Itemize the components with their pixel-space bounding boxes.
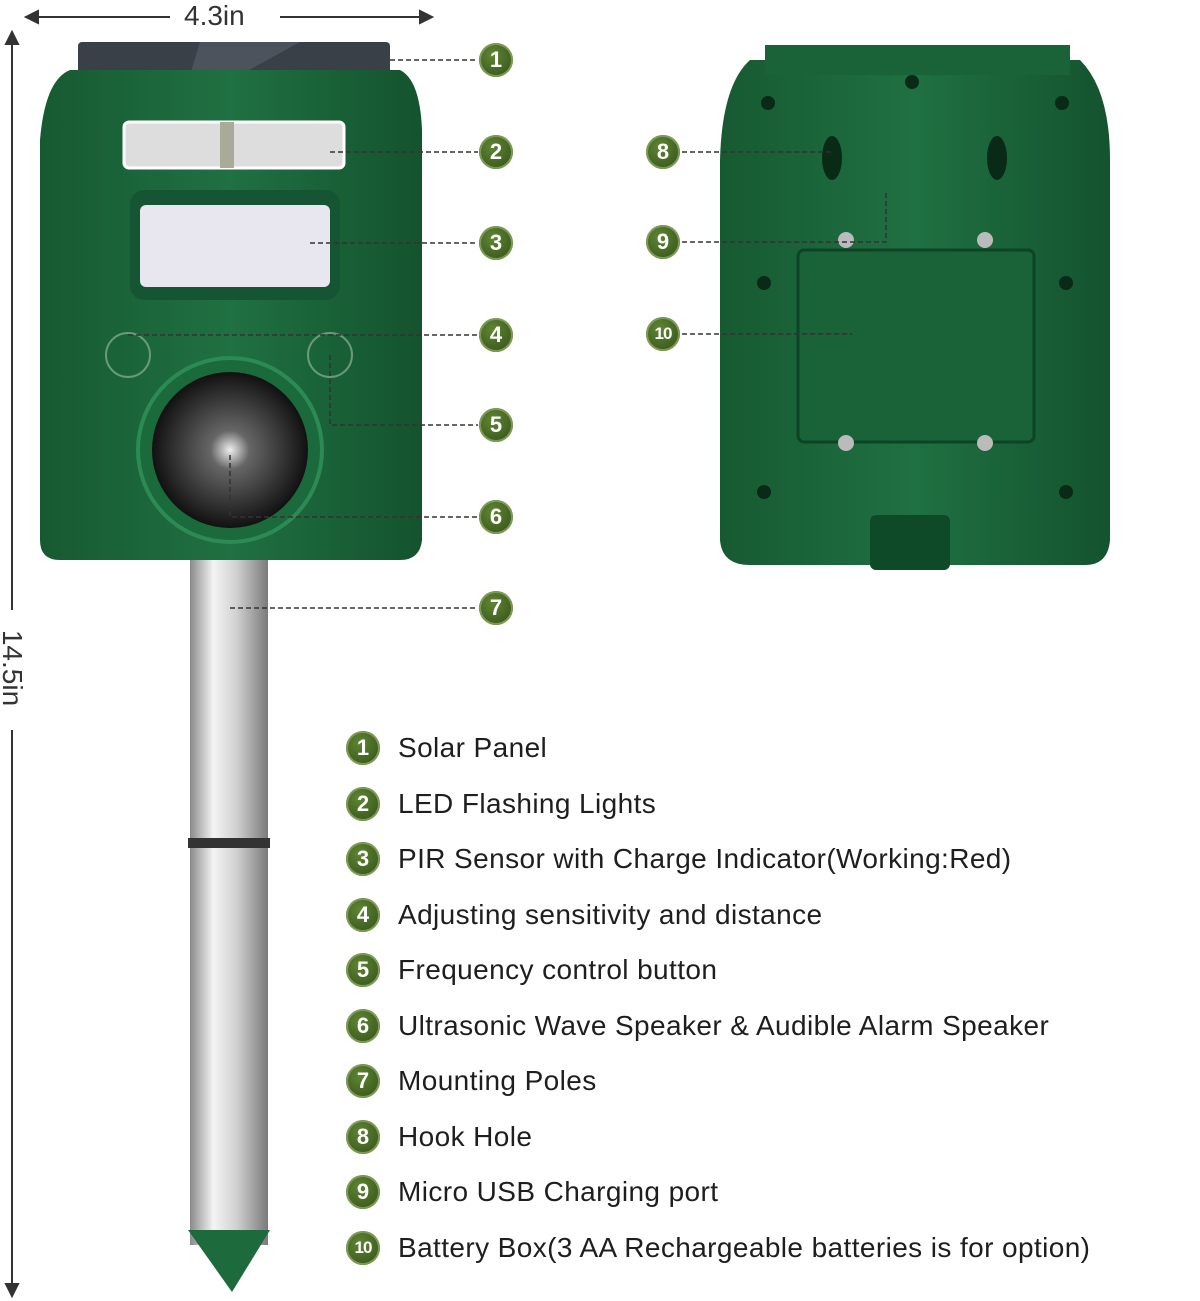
callout-badge-10: 10 — [646, 317, 680, 351]
legend-badge: 1 — [346, 731, 380, 765]
legend-text: Frequency control button — [398, 954, 718, 985]
sensitivity-knob — [105, 332, 151, 378]
leader-lines — [128, 59, 887, 609]
legend-badge: 2 — [346, 787, 380, 821]
legend-text: Solar Panel — [398, 732, 548, 763]
legend-item: 4 Adjusting sensitivity and distance — [346, 895, 823, 935]
legend-text: LED Flashing Lights — [398, 788, 657, 819]
legend-text: Micro USB Charging port — [398, 1176, 719, 1207]
legend-badge: 7 — [346, 1064, 380, 1098]
legend-item: 1 Solar Panel — [346, 728, 547, 768]
legend-item: 2 LED Flashing Lights — [346, 784, 656, 824]
legend-text: Mounting Poles — [398, 1065, 597, 1096]
callout-badge-3: 3 — [479, 226, 513, 260]
callout-badge-4: 4 — [479, 318, 513, 352]
legend-badge: 9 — [346, 1175, 380, 1209]
legend-badge: 6 — [346, 1009, 380, 1043]
legend-badge: 5 — [346, 953, 380, 987]
width-dimension-arrow — [23, 9, 435, 25]
legend-text: Hook Hole — [398, 1121, 533, 1152]
legend-item: 7 Mounting Poles — [346, 1061, 597, 1101]
legend-item: 6 Ultrasonic Wave Speaker & Audible Alarm… — [346, 1006, 1049, 1046]
legend-item: 3 PIR Sensor with Charge Indicator(Workin… — [346, 839, 1012, 879]
callout-badge-9: 9 — [646, 225, 680, 259]
legend-text: Adjusting sensitivity and distance — [398, 899, 823, 930]
legend-badge: 3 — [346, 842, 380, 876]
front-device — [40, 42, 422, 1292]
legend-item: 8 Hook Hole — [346, 1117, 532, 1157]
height-dimension-arrow — [4, 29, 20, 1299]
legend-text: Ultrasonic Wave Speaker & Audible Alarm … — [398, 1010, 1050, 1041]
frequency-knob — [307, 332, 353, 378]
legend-text: Battery Box(3 AA Rechargeable batteries … — [398, 1232, 1091, 1263]
pir-sensor — [140, 205, 330, 287]
legend-item: 9 Micro USB Charging port — [346, 1172, 718, 1212]
legend-text: PIR Sensor with Charge Indicator(Working… — [398, 843, 1012, 874]
legend-item: 10 Battery Box(3 AA Rechargeable batterie… — [346, 1228, 1090, 1268]
legend-badge: 10 — [346, 1231, 380, 1265]
width-dimension-label: 4.3in — [184, 0, 245, 31]
legend-item: 5 Frequency control button — [346, 950, 717, 990]
mounting-pole — [190, 555, 268, 1245]
callout-badge-2: 2 — [479, 135, 513, 169]
legend-badge: 8 — [346, 1120, 380, 1154]
callout-badge-1: 1 — [479, 43, 513, 77]
callout-badge-5: 5 — [479, 408, 513, 442]
callout-badge-8: 8 — [646, 135, 680, 169]
legend-badge: 4 — [346, 898, 380, 932]
height-dimension-label: 14.5in — [0, 629, 29, 707]
callout-badge-7: 7 — [479, 591, 513, 625]
callout-badge-6: 6 — [479, 500, 513, 534]
battery-box — [796, 248, 1036, 444]
speaker — [152, 372, 308, 528]
back-device — [720, 45, 1110, 570]
